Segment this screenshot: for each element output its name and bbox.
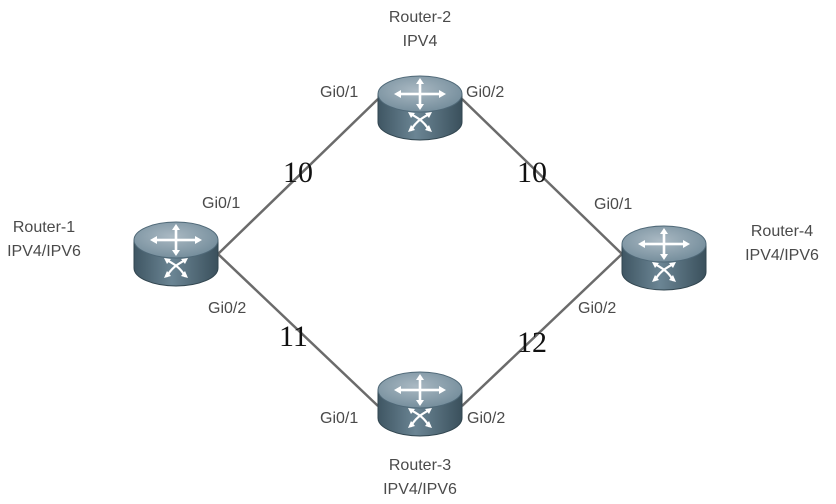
router-2-proto: IPV4	[402, 33, 438, 50]
link-r1-r2	[217, 98, 379, 255]
router-3-proto: IPV4/IPV6	[383, 481, 457, 498]
router-3-port-gi01: Gi0/1	[320, 410, 359, 427]
router-1-name: Router-1	[12, 219, 76, 236]
router-3-label: Router-3 IPV4/IPV6	[360, 454, 480, 502]
router-2-port-gi02: Gi0/2	[466, 84, 505, 101]
router-4-proto: IPV4/IPV6	[745, 247, 819, 264]
router-2-label: Router-2 IPV4	[370, 6, 470, 54]
router-3-icon	[376, 370, 464, 438]
router-3-name: Router-3	[388, 457, 452, 474]
router-2-name: Router-2	[388, 9, 452, 26]
router-2-port-gi01: Gi0/1	[320, 84, 359, 101]
router-4-label: Router-4 IPV4/IPV6	[730, 220, 834, 268]
router-4-port-gi01: Gi0/1	[594, 196, 633, 213]
link-cost-r1-r3: 11	[279, 320, 308, 353]
link-cost-r2-r4: 10	[517, 156, 547, 189]
router-4-port-gi02: Gi0/2	[578, 300, 617, 317]
link-r3-r4	[461, 253, 623, 407]
link-cost-r1-r2: 10	[283, 156, 313, 189]
router-1-port-gi01: Gi0/1	[202, 195, 241, 212]
router-4-icon	[620, 224, 708, 292]
router-3-port-gi02: Gi0/2	[467, 410, 506, 427]
link-r1-r3	[217, 253, 379, 407]
router-1-label: Router-1 IPV4/IPV6	[0, 216, 88, 264]
router-1-icon	[132, 220, 220, 288]
link-r2-r4	[461, 98, 623, 255]
router-4-name: Router-4	[750, 223, 814, 240]
router-1-proto: IPV4/IPV6	[7, 243, 81, 260]
router-1-port-gi02: Gi0/2	[208, 300, 247, 317]
link-cost-r3-r4: 12	[517, 326, 547, 359]
router-2-icon	[376, 74, 464, 142]
